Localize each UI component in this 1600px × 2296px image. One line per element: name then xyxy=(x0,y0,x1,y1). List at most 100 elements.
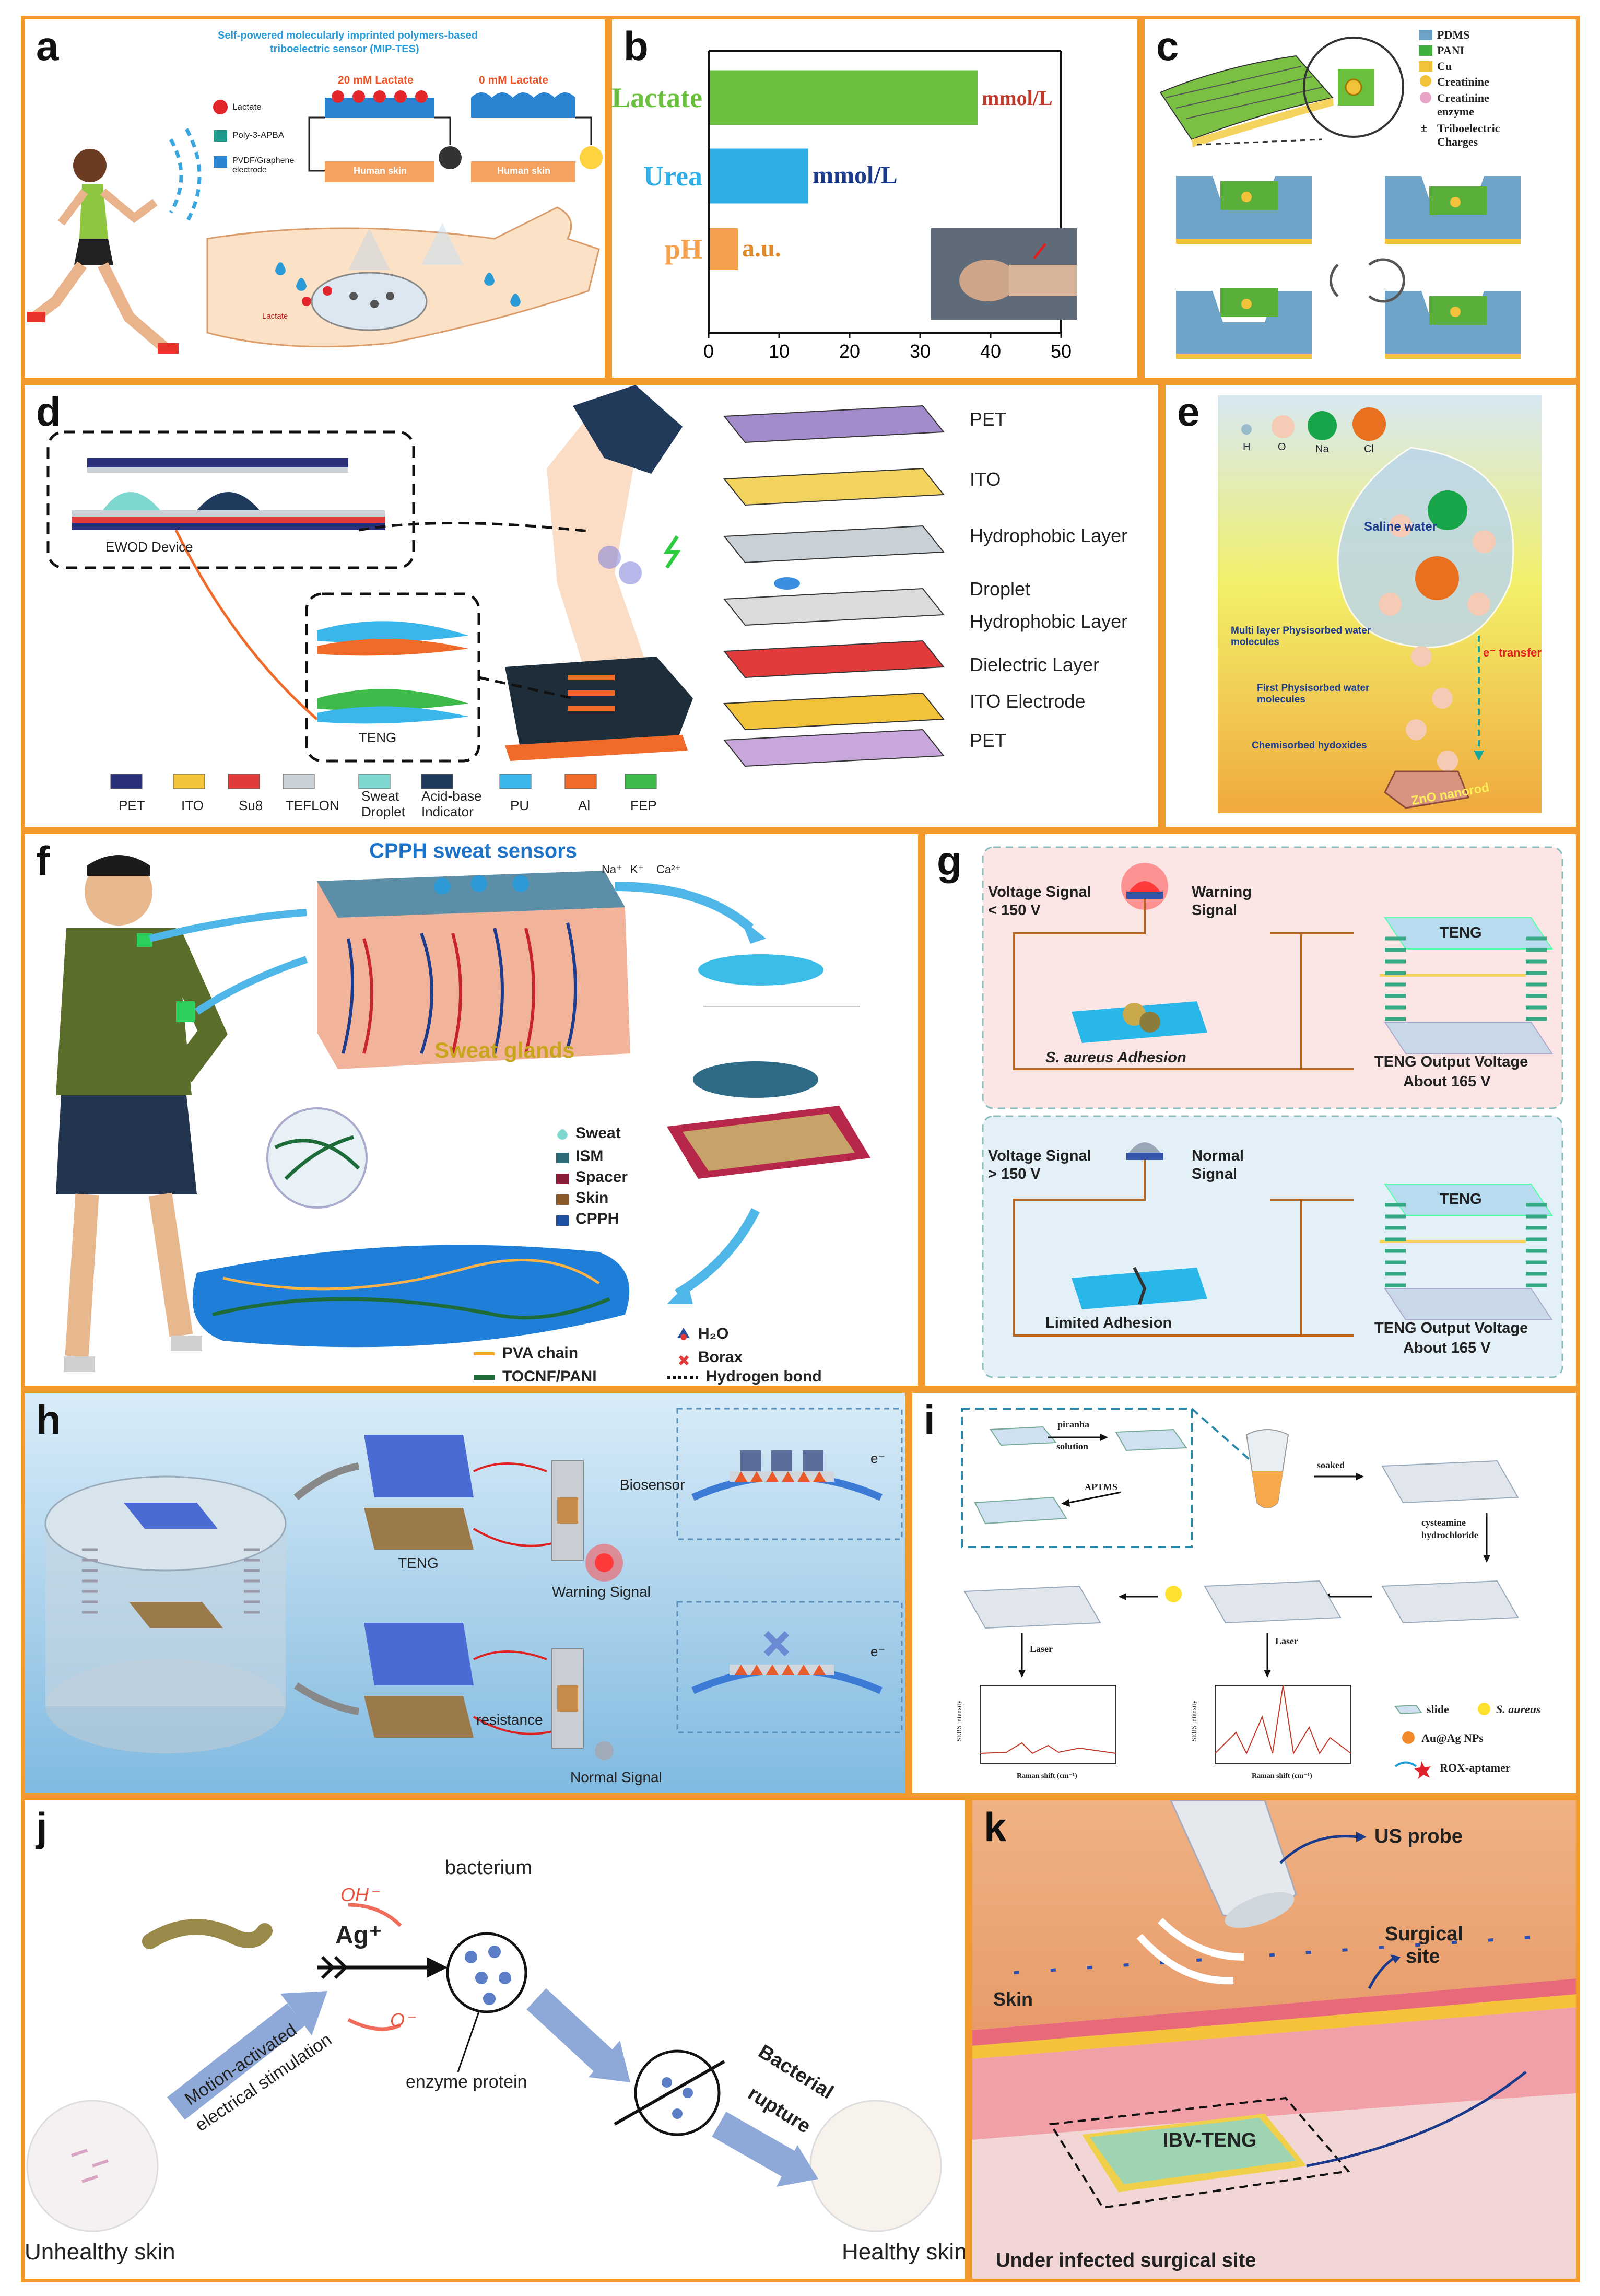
electron-label-2: e⁻ xyxy=(870,1644,886,1659)
electron-label-1: e⁻ xyxy=(870,1450,886,1466)
panel-label: i xyxy=(924,1397,935,1443)
surgical-label: Surgical xyxy=(1385,1923,1463,1945)
panel-f: f CPPH sweat sensors Na⁺ K⁺ Ca²⁺ Sweat g… xyxy=(21,830,922,1389)
ibv-teng-label: IBV-TENG xyxy=(1163,2129,1257,2151)
layer-hydrophobic-2: Hydrophobic Layer xyxy=(970,611,1128,632)
panel-label: d xyxy=(36,389,61,435)
panel-d: d EWOD Device TENG PET ITO Hydrophobic L… xyxy=(21,381,1162,830)
legend-triboelectric: Triboelectric Charges xyxy=(1437,122,1500,148)
bar-urea xyxy=(710,148,808,204)
legend-pva-chain: PVA chain xyxy=(502,1344,579,1362)
legend-ism: ISM xyxy=(575,1147,604,1165)
legend-sweat: Sweat xyxy=(575,1124,621,1142)
atom-na: Na xyxy=(1315,443,1329,455)
atom-o: O xyxy=(1278,441,1286,453)
under-infected-site-label: Under infected surgical site xyxy=(996,2250,1256,2271)
legend-swatch xyxy=(283,774,315,789)
site-label: site xyxy=(1406,1946,1440,1967)
panel-k: k US probe Skin Surgical site IBV-TENG U… xyxy=(969,1797,1580,2282)
category-label: Lactate xyxy=(612,82,702,113)
layer-pet-top: PET xyxy=(970,408,1007,430)
first-physisorbed-label: First Physisorbed water molecules xyxy=(1257,683,1370,705)
legend-pu: PU xyxy=(510,798,530,813)
solution-label: solution xyxy=(1056,1441,1089,1451)
legend-tocnf-pani: TOCNF/PANI xyxy=(502,1368,597,1385)
bacterium-label: bacterium xyxy=(445,1857,532,1879)
x-tick-label: 0 xyxy=(703,341,714,362)
piranha-label: piranha xyxy=(1057,1419,1090,1430)
transfer-label: e⁻ transfer xyxy=(1483,646,1542,659)
laser-label-2: Laser xyxy=(1275,1636,1298,1646)
spectrum-ylabel-2: SERS intensity xyxy=(1190,1700,1198,1742)
panel-i: i piranha solution APTMS soaked cysteami… xyxy=(909,1389,1580,1797)
legend-auag-nps: Au@Ag NPs xyxy=(1421,1731,1484,1744)
chemisorbed-label: Chemisorbed hydoxides xyxy=(1252,740,1367,751)
legend-al: Al xyxy=(578,798,591,813)
panel-a-subtitle: triboelectric sensor (MIP-TES) xyxy=(270,43,419,55)
teng-label: TENG xyxy=(398,1555,439,1571)
legend-swatch xyxy=(110,774,143,789)
legend-teflon: TEFLON xyxy=(286,798,339,813)
x-tick-label: 40 xyxy=(980,341,1001,362)
panel-d-art xyxy=(46,385,945,789)
hydroxide-label: OH⁻ xyxy=(340,1884,379,1905)
voltage-threshold-top: < 150 V xyxy=(988,902,1041,919)
voltage-signal-bottom: Voltage Signal xyxy=(988,1147,1091,1164)
legend-su8: Su8 xyxy=(239,798,263,813)
ion-ca: Ca²⁺ xyxy=(656,863,681,876)
panel-f-art xyxy=(56,855,870,1380)
limited-adhesion-label: Limited Adhesion xyxy=(1045,1315,1172,1331)
x-tick-label: 10 xyxy=(769,341,790,362)
output-voltage-top: TENG Output Voltage xyxy=(1374,1053,1528,1070)
panel-a-art xyxy=(27,90,603,354)
legend-pani: PANI xyxy=(1437,44,1465,57)
legend-h2o: H₂O xyxy=(698,1325,729,1342)
skin-label-1: Human skin xyxy=(354,166,407,176)
bar-ph xyxy=(710,228,738,270)
layer-dielectric: Dielectric Layer xyxy=(970,654,1100,675)
panel-h: h Biosensor TENG Warning Signal resistan… xyxy=(21,1389,909,1797)
spectrum-xlabel-1: Raman shift (cm⁻¹) xyxy=(1017,1772,1077,1780)
spectrum-xlabel-2: Raman shift (cm⁻¹) xyxy=(1252,1772,1312,1780)
legend-creatinine-enzyme: Creatinine enzyme xyxy=(1437,91,1489,118)
output-voltage-bottom: TENG Output Voltage xyxy=(1374,1320,1528,1337)
legend-swatch xyxy=(421,774,453,789)
output-value-top: About 165 V xyxy=(1403,1073,1491,1090)
panel-label: e xyxy=(1177,389,1200,435)
legend-swatch xyxy=(173,774,205,789)
panel-i-art xyxy=(961,1408,1519,1779)
sweat-glands-label: Sweat glands xyxy=(434,1038,575,1062)
cysteamine-label: cysteamine xyxy=(1421,1517,1466,1528)
unhealthy-skin-label: Unhealthy skin xyxy=(25,2239,175,2265)
normal-signal-label: Signal xyxy=(1192,1166,1238,1182)
silver-ion-label: Ag⁺ xyxy=(335,1922,382,1949)
panel-j-art xyxy=(26,1903,942,2232)
voltage-signal-top: Voltage Signal xyxy=(988,884,1091,900)
conc-label-0mm: 0 mM Lactate xyxy=(479,74,549,86)
conc-label-20mm: 20 mM Lactate xyxy=(338,74,414,86)
legend-lactate: Lactate xyxy=(232,102,262,112)
panel-j: j bacterium Ag⁺ OH⁻ O⁻ Motion-activated … xyxy=(21,1797,969,2282)
legend-s-aureus: S. aureus xyxy=(1496,1703,1541,1716)
output-value-bottom: About 165 V xyxy=(1403,1340,1491,1356)
layer-hydrophobic-1: Hydrophobic Layer xyxy=(970,525,1128,546)
ion-k: K⁺ xyxy=(630,863,644,876)
legend-acid-base: Acid-base Indicator xyxy=(421,788,482,819)
legend-fep: FEP xyxy=(630,798,657,813)
panel-h-art xyxy=(25,1393,905,1793)
ion-na: Na⁺ xyxy=(602,863,622,876)
x-tick-label: 30 xyxy=(910,341,931,362)
unit-label: a.u. xyxy=(742,235,781,262)
saline-water-label: Saline water xyxy=(1364,520,1438,534)
warning-signal-label: Warning Signal xyxy=(552,1584,651,1600)
healthy-skin-label: Healthy skin xyxy=(842,2239,967,2265)
legend-charge-symbol: ± xyxy=(1420,122,1428,135)
atom-h: H xyxy=(1243,441,1251,453)
panel-label: k xyxy=(984,1804,1007,1850)
legend-ito: ITO xyxy=(181,798,204,813)
skin-label-2: Human skin xyxy=(497,166,551,176)
legend-pet: PET xyxy=(119,798,145,813)
oxygen-ion-label: O⁻ xyxy=(390,2009,415,2031)
legend-skin: Skin xyxy=(575,1189,609,1206)
